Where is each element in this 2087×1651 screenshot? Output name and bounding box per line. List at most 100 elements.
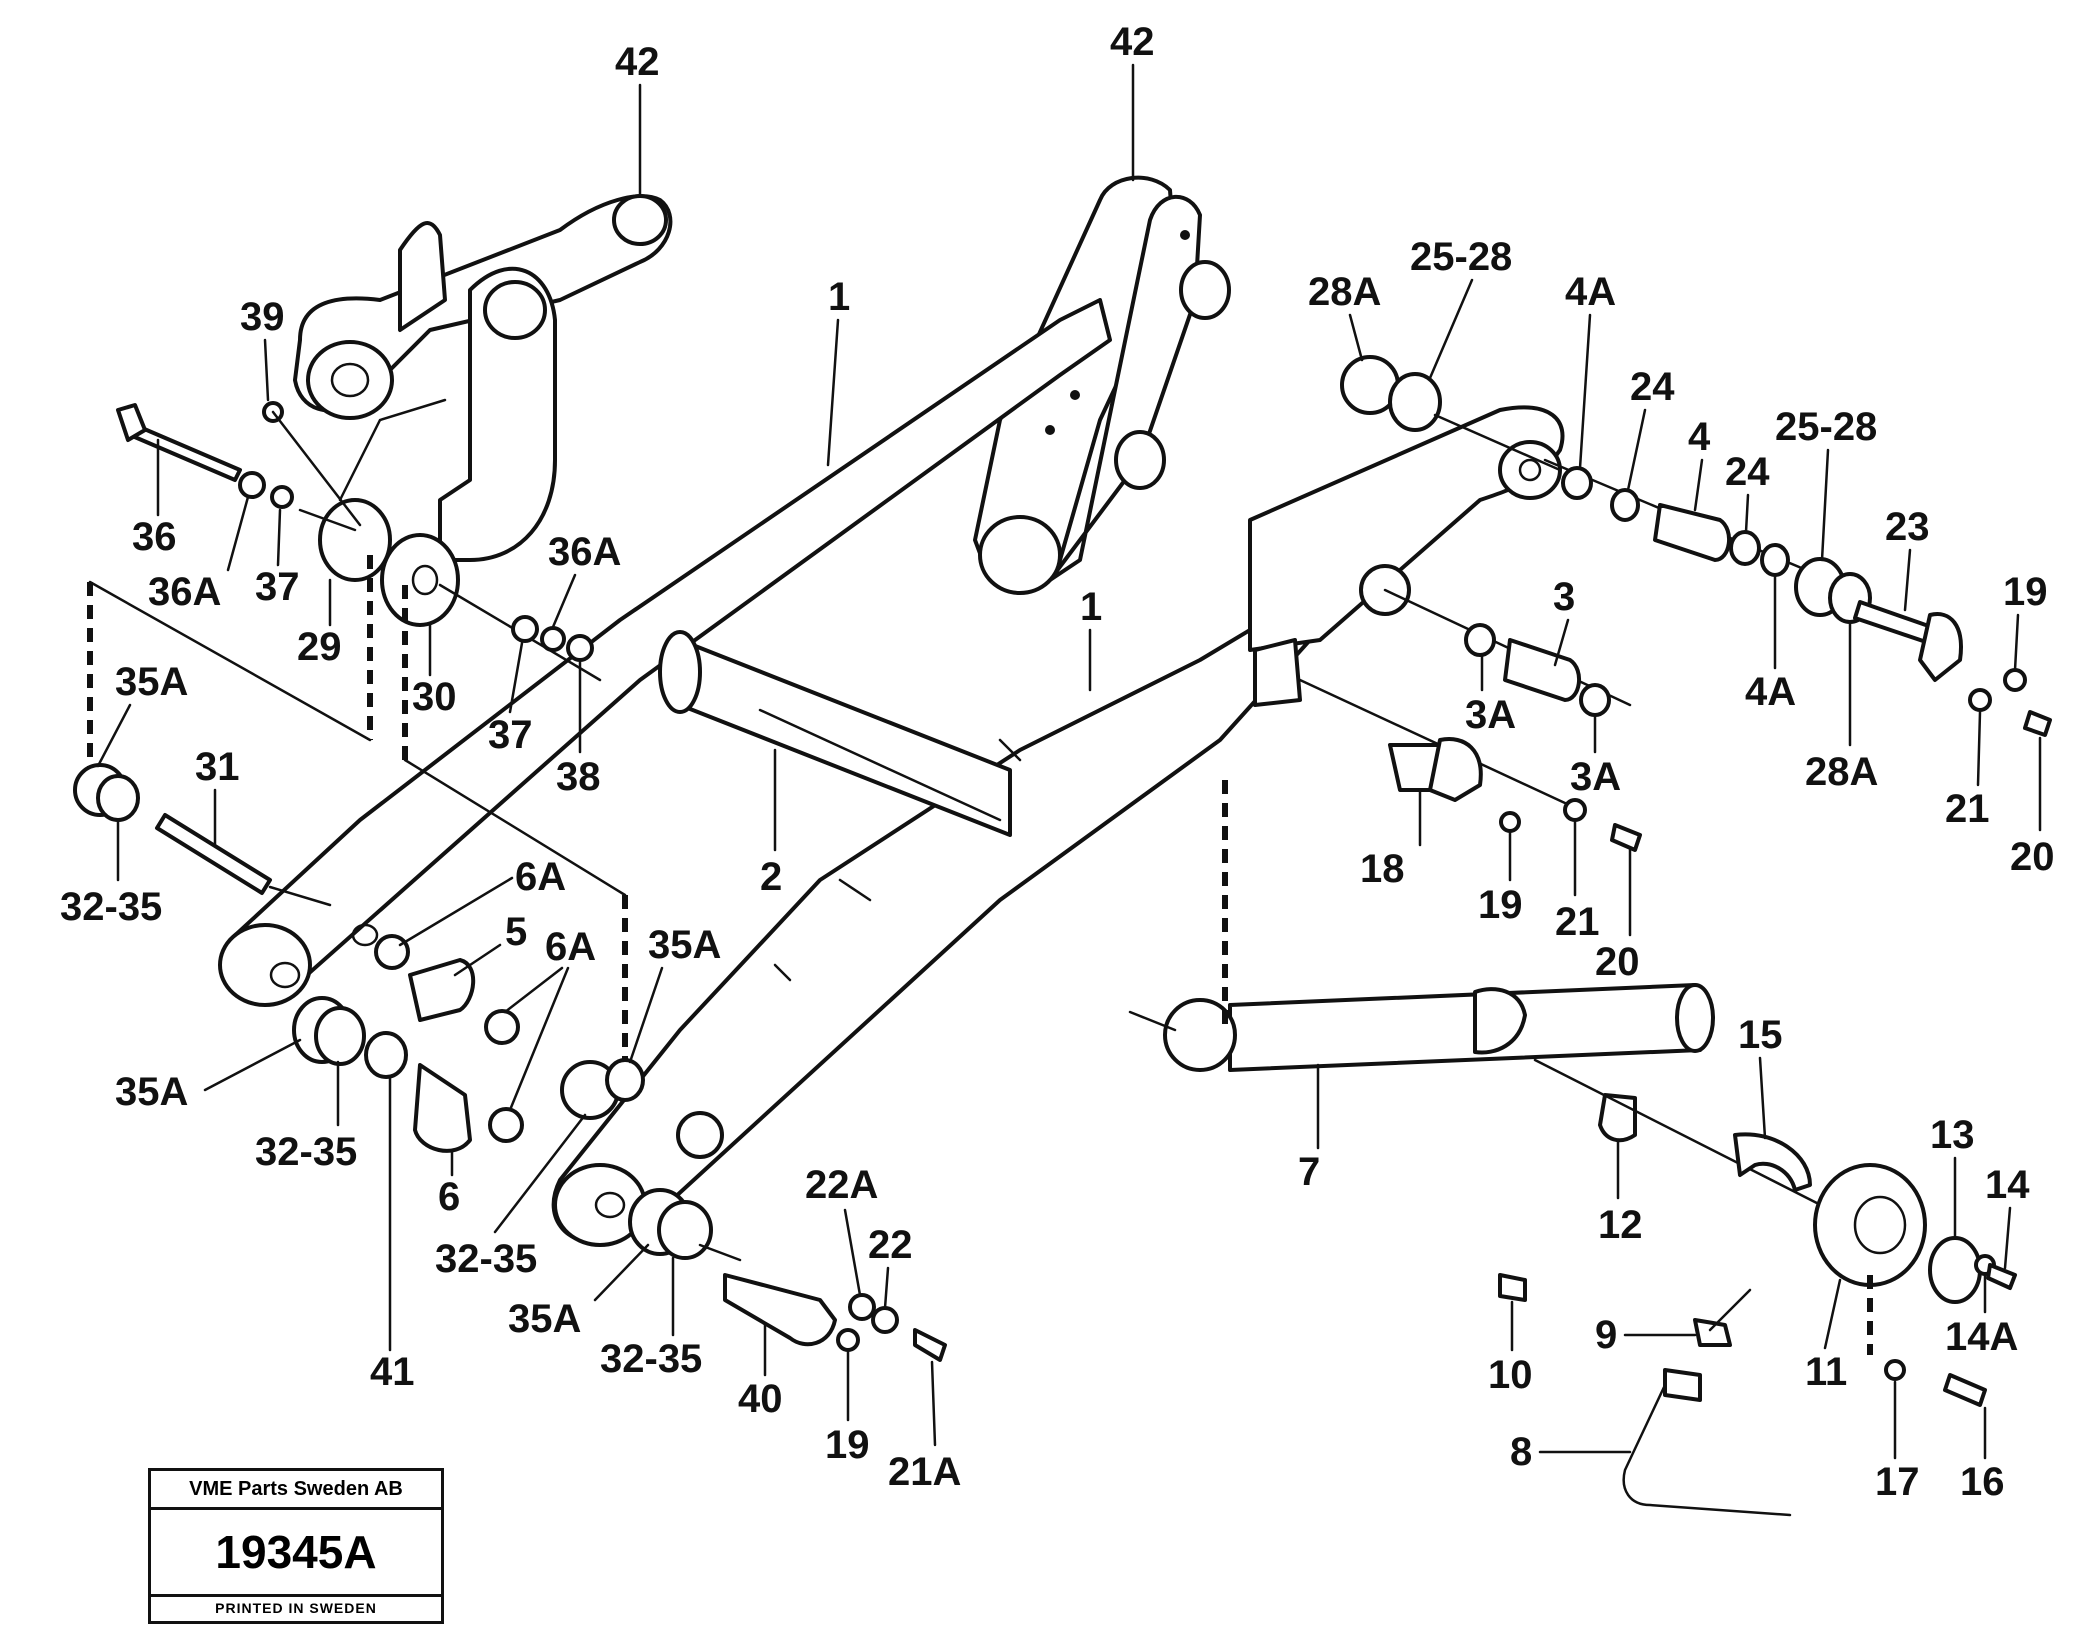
washer-41 [364,1031,408,1079]
label-36a: 36A [148,570,221,614]
label-32-35-lower-left: 32-35 [255,1130,357,1174]
label-36: 36 [132,515,177,559]
bracket-7 [1253,638,1302,707]
ring-25-28 [1388,372,1442,432]
label-25-28-right: 25-28 [1775,405,1877,449]
bolt-14 [1986,1263,2017,1290]
label-4: 4 [1688,415,1711,459]
label-40: 40 [738,1377,783,1421]
label-6: 6 [438,1175,460,1219]
label-32-35-center: 32-35 [435,1237,537,1281]
ring-32-35-b [314,1006,366,1066]
label-21-right: 21 [1945,787,1990,831]
label-2: 2 [760,855,782,899]
title-block: VME Parts Sweden AB 19345A PRINTED IN SW… [148,1468,444,1624]
label-9: 9 [1595,1313,1617,1357]
plate-18 [1428,737,1483,802]
label-19-lower: 19 [825,1423,870,1467]
label-19-mid: 19 [1478,883,1523,927]
ring-35a-c [605,1058,645,1102]
label-37-right: 37 [488,713,533,757]
title-block-drawing-number: 19345A [151,1510,441,1597]
title-block-company: VME Parts Sweden AB [151,1471,441,1510]
label-8: 8 [1510,1430,1532,1474]
bushing-3 [1503,638,1581,702]
label-3a-left: 3A [1465,693,1516,737]
pin-40 [723,1273,837,1347]
label-1-upper: 1 [828,275,850,319]
washer-17 [1884,1359,1906,1381]
bolt-21a [913,1328,947,1362]
label-7: 7 [1298,1150,1320,1194]
cross-tube [658,630,1012,837]
label-35a-left: 35A [115,660,188,704]
label-4a-right: 4A [1745,670,1796,714]
lever-bracket-right [973,175,1231,595]
bushing-4 [1653,503,1731,562]
plate-23 [1918,612,1963,682]
label-28a-top: 28A [1308,270,1381,314]
label-29: 29 [297,625,342,669]
washer-37 [270,485,294,509]
label-23: 23 [1885,505,1930,549]
bolt-19a [836,1328,860,1352]
label-17: 17 [1875,1460,1920,1504]
label-32-35-lower: 32-35 [600,1337,702,1381]
label-13: 13 [1930,1113,1975,1157]
label-32-35-left: 32-35 [60,885,162,929]
bushing-6 [413,1063,472,1153]
label-4a-top: 4A [1565,270,1616,314]
label-21a: 21A [888,1450,961,1494]
washer-3a-top [1464,623,1496,657]
label-30: 30 [412,675,457,719]
label-1-lower: 1 [1080,585,1102,629]
label-19-right: 19 [2003,570,2048,614]
washer-4a-top [1561,466,1593,500]
bracket-15 [1733,1132,1812,1192]
washer-24-top [1610,488,1640,522]
label-25-28-top: 25-28 [1410,235,1512,279]
label-22: 22 [868,1223,913,1267]
label-37: 37 [255,565,300,609]
hydraulic-cylinder [1128,983,1715,1072]
label-36a-right: 36A [548,530,621,574]
label-21-mid: 21 [1555,900,1600,944]
label-39: 39 [240,295,285,339]
label-3: 3 [1553,575,1575,619]
label-12: 12 [1598,1203,1643,1247]
washer-6a-low [488,1107,524,1143]
washer-6a-mid [484,1009,520,1045]
bolt-20b [1610,823,1642,852]
label-5: 5 [505,910,527,954]
label-38: 38 [556,755,601,799]
label-6a-upper: 6A [515,855,566,899]
ring-32-35-d [657,1200,713,1260]
label-42-right: 42 [1110,20,1155,64]
bolt-16 [1943,1373,1987,1407]
label-24-top: 24 [1630,365,1675,409]
label-20-right: 20 [2010,835,2055,879]
label-22a: 22A [805,1163,878,1207]
label-41: 41 [370,1350,415,1394]
label-3a-right: 3A [1570,755,1621,799]
label-11: 11 [1805,1350,1847,1394]
label-31: 31 [195,745,240,789]
label-6a-lower: 6A [545,925,596,969]
label-14: 14 [1985,1163,2030,1207]
label-35a-lower: 35A [508,1297,581,1341]
label-20-mid: 20 [1595,940,1640,984]
label-15: 15 [1738,1013,1783,1057]
lever-bracket-left [293,194,673,627]
bolt-36 [116,403,242,482]
label-10: 10 [1488,1353,1533,1397]
washer-21b [1968,688,1992,712]
washer-36a [238,471,266,499]
washer-22a [848,1293,876,1321]
label-35a-mid: 35A [648,923,721,967]
label-35a-lower-left: 35A [115,1070,188,1114]
bushing-5 [408,958,476,1022]
washer-21c [1563,798,1587,822]
title-block-printed: PRINTED IN SWEDEN [215,1600,377,1616]
